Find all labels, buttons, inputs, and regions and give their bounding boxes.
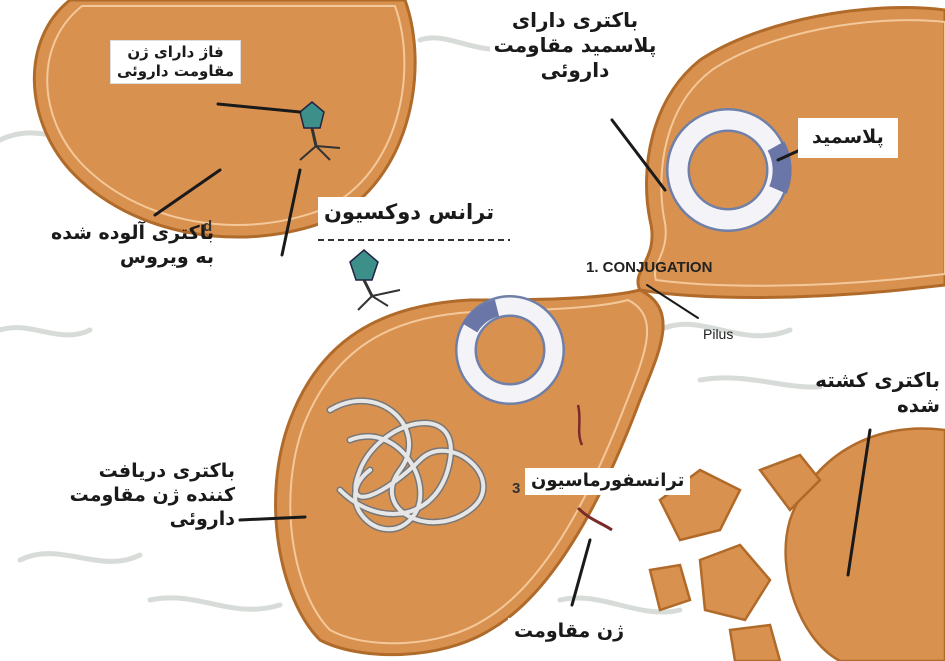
plasmid-bacterium-line-1: باکتری دارای (490, 8, 660, 33)
killed-bacterium-label: باکتری کشته شده (822, 368, 940, 418)
receiving-bacterium-line-3: داروئی (60, 508, 235, 532)
phage-gene-line-1: فاژ دارای ژن (117, 43, 234, 62)
killed-bacterium-line-1: باکتری کشته (822, 368, 940, 393)
killed-bacterium-fragments (650, 428, 945, 661)
plasmid-bacterium-line-3: داروئی (490, 58, 660, 83)
plasmid-bacterium-line-2: پلاسمید مقاومت (490, 33, 660, 58)
infected-bacterium-line-2: به ویروس (14, 246, 214, 270)
conjugation-label: 1. CONJUGATION (586, 259, 712, 276)
phage-gene-label: فاژ دارای ژن مقاومت داروئی (110, 40, 241, 84)
phage-gene-line-2: مقاومت داروئی (117, 62, 234, 81)
transduction-label: ترانس دوکسیون (318, 197, 500, 227)
resistance-gene-label: ژن مقاومت (508, 618, 630, 646)
killed-bacterium-line-2: شده (822, 393, 940, 418)
receiving-bacterium-line-1: باکتری دریافت (60, 460, 235, 484)
fragment-d-label: d (203, 218, 212, 235)
fragment-number-label: 3 (512, 480, 520, 497)
phage-virus-center (350, 250, 400, 310)
infected-bacterium-label: باکتری آلوده شده به ویروس (14, 222, 214, 270)
infected-bacterium-line-1: باکتری آلوده شده (14, 222, 214, 246)
pilus-label: Pilus (703, 326, 733, 342)
transformation-label: ترانسفورماسیون (525, 468, 690, 495)
plasmid-bacterium-label: باکتری دارای پلاسمید مقاومت داروئی (490, 8, 660, 83)
plasmid-label: پلاسمید (798, 118, 898, 158)
receiving-bacterium-label: باکتری دریافت کننده ژن مقاومت داروئی (60, 460, 235, 531)
receiving-bacterium-line-2: کننده ژن مقاومت (60, 484, 235, 508)
